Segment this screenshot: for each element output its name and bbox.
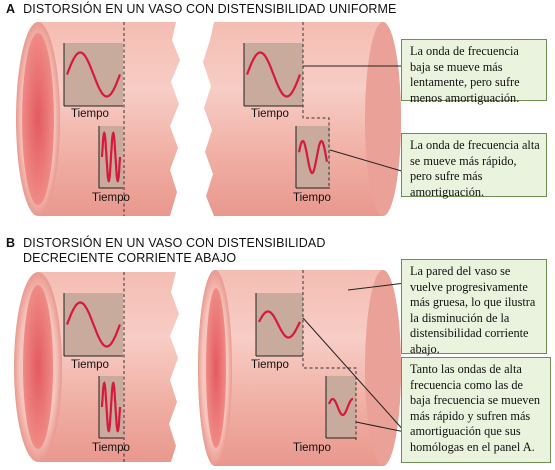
graph-a-high-left-wave <box>100 131 122 183</box>
pointer-high-a <box>329 149 406 173</box>
pointer-low-b <box>302 317 406 433</box>
graph-b-high-right <box>325 376 356 439</box>
time-label-b3: Tiempo <box>251 359 289 371</box>
graph-b-low-right-wave <box>258 310 301 339</box>
callout-pointers <box>302 65 406 433</box>
graph-b-low-right <box>255 293 303 357</box>
graph-b-high-left-wave <box>100 381 122 433</box>
graph-a-low-right-wave <box>245 51 302 98</box>
graph-a-low-right <box>243 43 303 107</box>
graph-b-high-right-background <box>326 376 356 438</box>
callout-waves-b: Tanto las ondas de alta frecuencia como … <box>401 357 551 463</box>
callout-high-frequency-a: La onda de frecuencia alta se mueve más … <box>401 133 547 199</box>
graph-a-high-right-wave <box>297 139 329 175</box>
panel-a-title: DISTORSIÓN EN UN VASO CON DISTENSIBILIDA… <box>23 2 397 16</box>
callout-low-frequency-a: La onda de frecuencia baja se mueve más … <box>401 39 547 105</box>
graph-b-low-right-background <box>256 293 303 356</box>
graph-b-high-left <box>98 376 123 439</box>
time-label-a4: Tiempo <box>293 192 331 204</box>
graph-a-high-right <box>295 126 330 189</box>
graph-a-high-left <box>98 126 123 189</box>
time-label-a2: Tiempo <box>92 192 130 204</box>
panel-b-heading: B DISTORSIÓN EN UN VASO CON DISTENSIBILID… <box>6 236 325 266</box>
time-label-b4: Tiempo <box>293 442 331 454</box>
time-label-b2: Tiempo <box>92 442 130 454</box>
pointer-high-b <box>355 421 406 433</box>
graph-a-low-left <box>63 43 123 107</box>
graph-a-low-left-wave <box>65 51 122 98</box>
callout-vessel-wall-b: La pared del vaso se vuelve progresivame… <box>401 259 547 356</box>
marker-a-right <box>302 22 330 188</box>
graph-a-high-right-background <box>296 126 330 188</box>
panel-a-heading: A DISTORSIÓN EN UN VASO CON DISTENSIBILID… <box>6 2 396 16</box>
graph-b-low-left-wave <box>65 301 122 348</box>
panel-b-title-line2: DECRECIENTE CORRIENTE ABAJO <box>23 251 237 265</box>
graph-b-high-right-wave <box>327 397 354 417</box>
graph-b-low-left <box>63 293 123 357</box>
time-label-a3: Tiempo <box>251 108 289 120</box>
panel-b-letter: B <box>6 236 16 250</box>
panel-b-title-line1: DISTORSIÓN EN UN VASO CON DISTENSIBILIDA… <box>23 236 326 250</box>
time-label-a1: Tiempo <box>71 108 109 120</box>
time-label-b1: Tiempo <box>71 359 109 371</box>
panel-a-letter: A <box>6 2 16 16</box>
pointer-wall-b <box>347 282 406 291</box>
